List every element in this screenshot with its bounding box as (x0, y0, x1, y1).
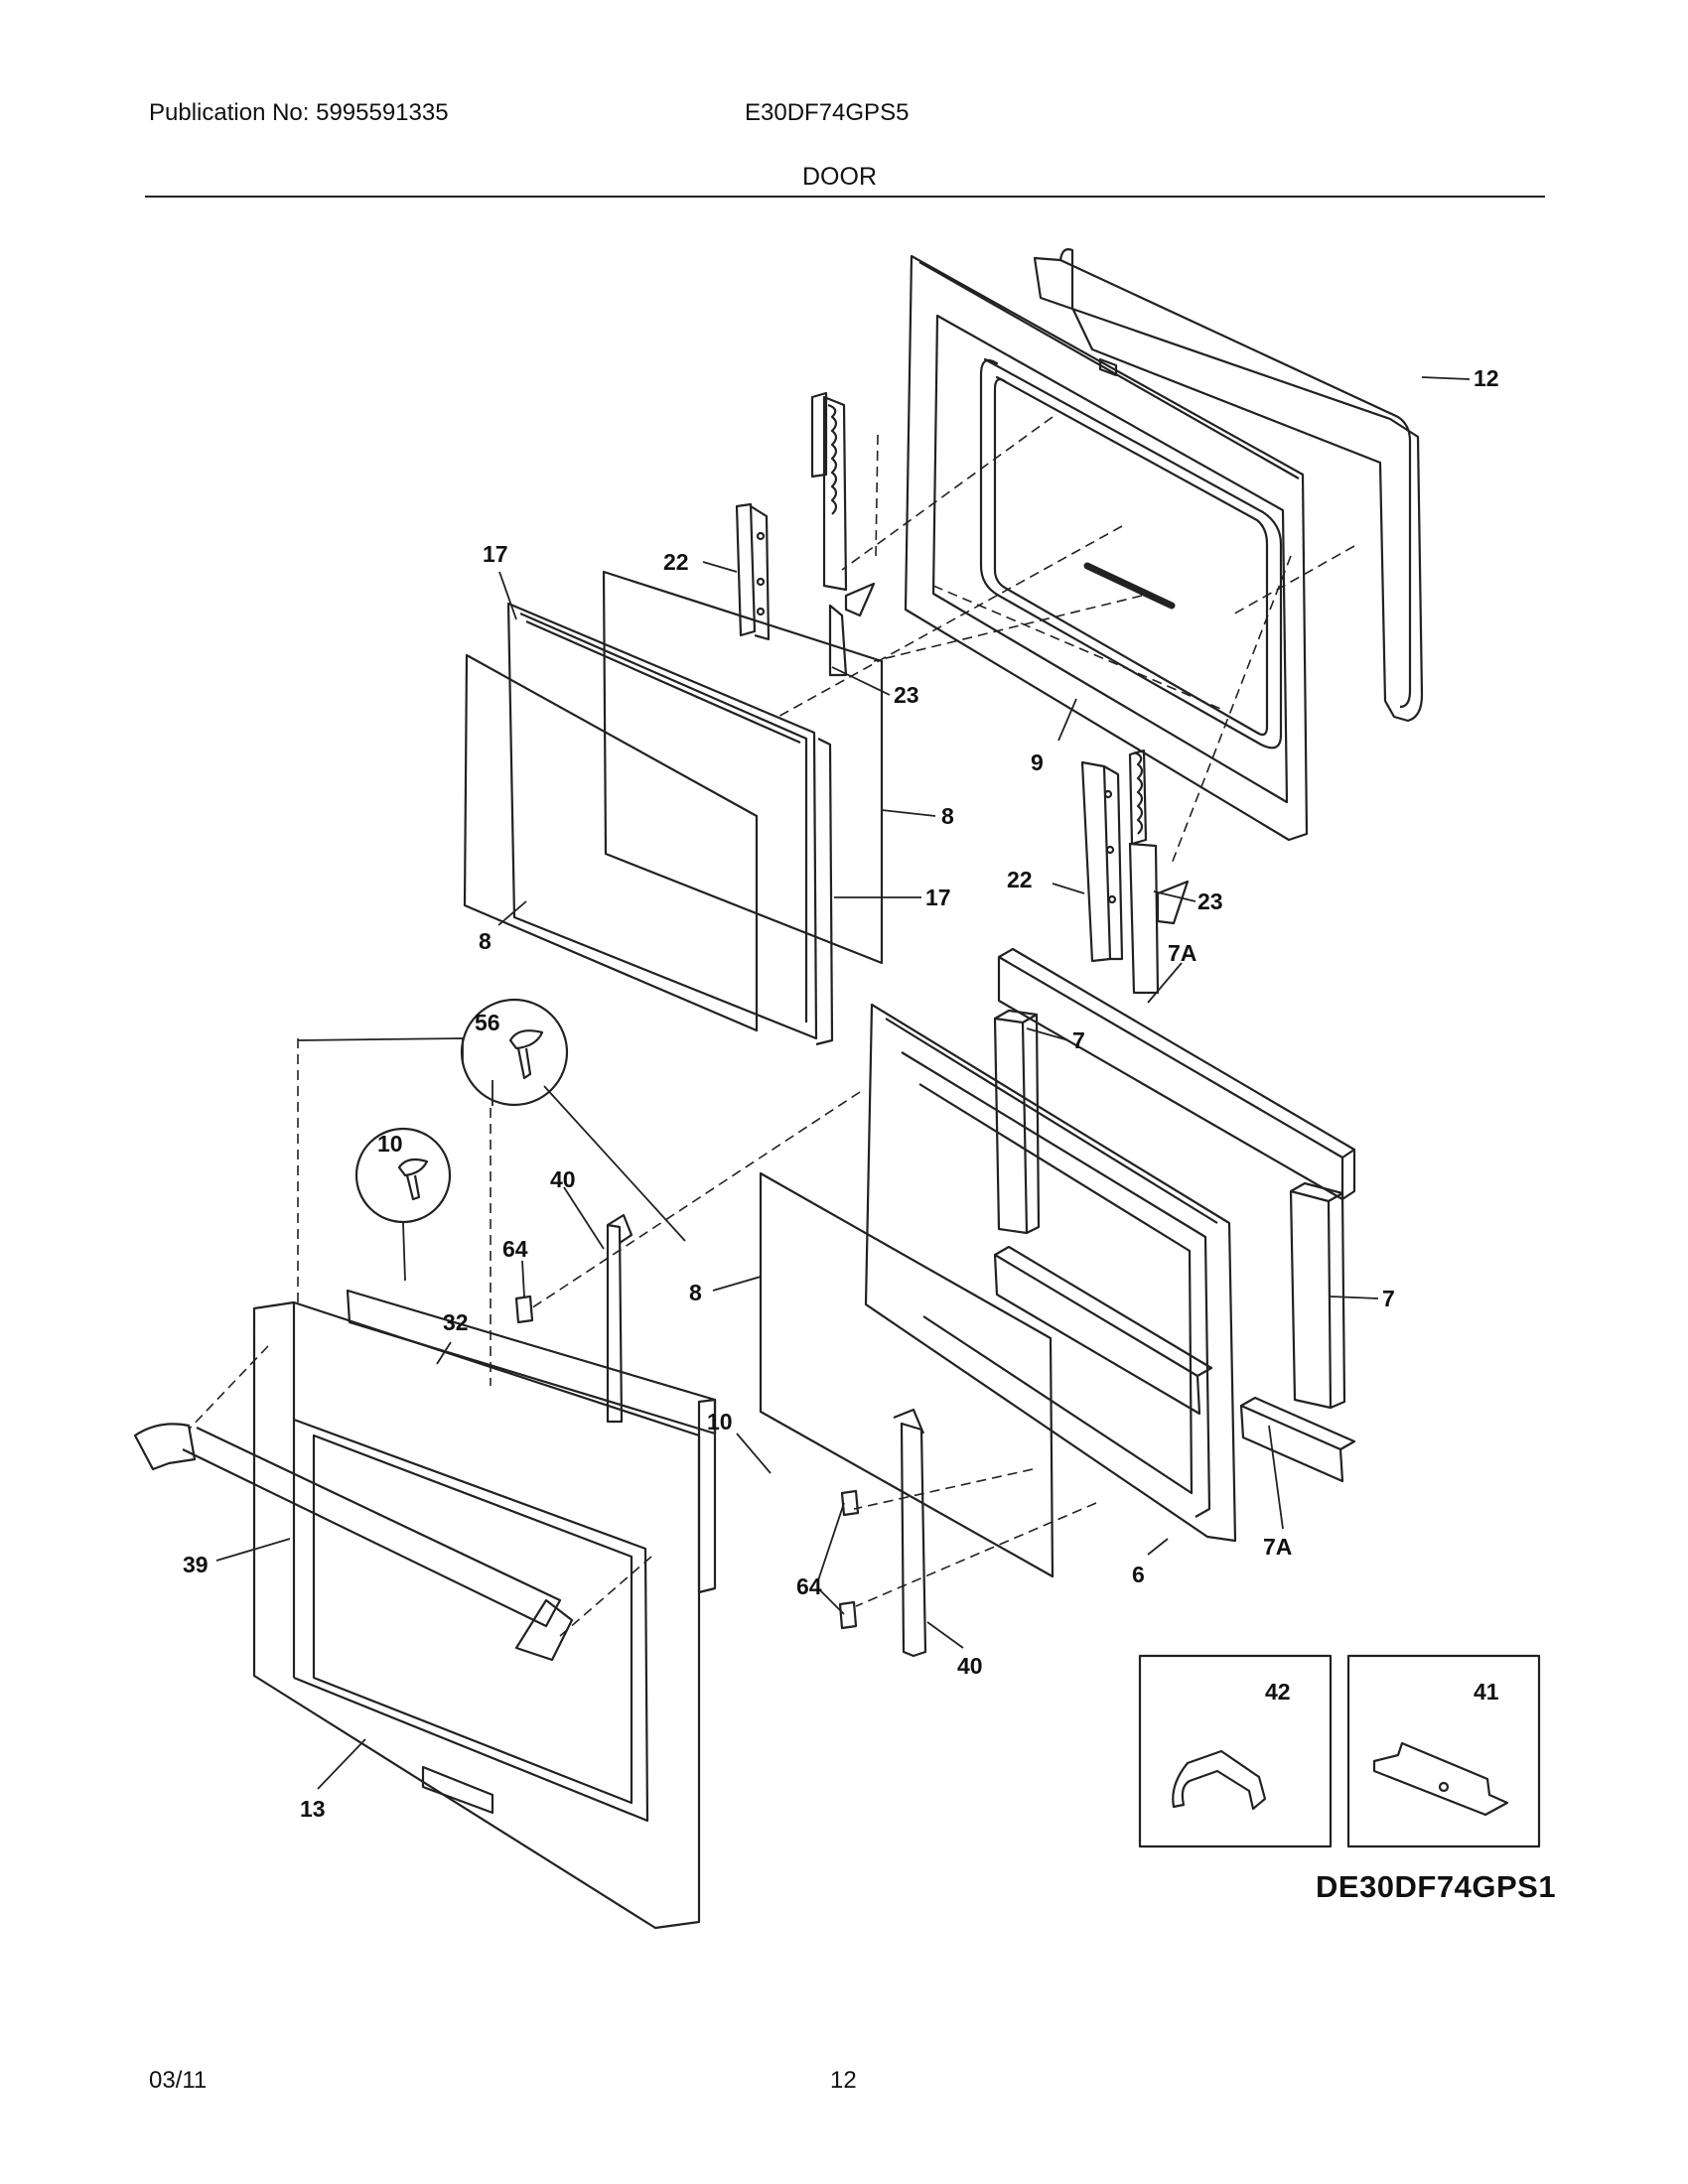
callout-22: 22 (663, 549, 689, 575)
alignment-lines (188, 416, 1355, 1637)
publication-number: Publication No: 5995591335 (149, 99, 449, 126)
callout-6: 6 (1132, 1562, 1145, 1587)
callout-22: 22 (1007, 867, 1033, 892)
callout-56: 56 (475, 1010, 500, 1035)
callout-7a: 7A (1168, 940, 1196, 966)
callout-32: 32 (443, 1309, 469, 1335)
part-64-spacer-lower-b (838, 1600, 858, 1630)
callout-10: 10 (707, 1409, 733, 1434)
part-64-spacer-lower-a (840, 1489, 860, 1517)
callout-40: 40 (957, 1653, 983, 1679)
part-7a-insulation-mid (993, 1245, 1213, 1416)
leader-lines (215, 376, 1471, 1790)
part-7-insulation-right (1289, 1181, 1346, 1410)
callout-23: 23 (894, 682, 919, 708)
inset-box-part-41 (1346, 1654, 1541, 1848)
part-23-hinge-lower (1128, 749, 1190, 995)
part-8-glass-upper-back (602, 570, 884, 965)
part-17-glass-retainer (506, 602, 834, 1046)
callout-8: 8 (689, 1280, 702, 1305)
part-41-bracket (1372, 1741, 1509, 1817)
callout-7: 7 (1382, 1286, 1395, 1311)
part-56-screw-detail (460, 998, 569, 1107)
callout-9: 9 (1031, 750, 1044, 775)
part-42-bracket (1172, 1749, 1267, 1811)
callout-23: 23 (1197, 888, 1223, 914)
part-9-inner-door (904, 254, 1309, 842)
part-23-hinge-upper (810, 391, 876, 677)
part-10-screw-detail (354, 1127, 452, 1224)
part-40-bracket-right (893, 1408, 927, 1658)
callout-8: 8 (941, 803, 954, 829)
callout-42: 42 (1265, 1679, 1291, 1705)
model-number: E30DF74GPS5 (745, 99, 910, 126)
callout-17: 17 (925, 885, 951, 910)
callout-8: 8 (479, 928, 492, 954)
inset-box-part-42 (1138, 1654, 1333, 1848)
part-64-spacer-upper (514, 1295, 534, 1324)
part-8-glass-upper-front (463, 653, 759, 1032)
part-22-hinge-receiver-lower (1080, 760, 1124, 963)
callout-64: 64 (502, 1236, 528, 1262)
part-8-glass-lower (759, 1171, 1055, 1578)
header-rule (145, 196, 1545, 198)
page-number: 12 (830, 2067, 857, 2094)
callout-39: 39 (183, 1552, 209, 1577)
part-39-handle (133, 1423, 574, 1662)
callout-64: 64 (796, 1573, 822, 1599)
callout-17: 17 (483, 541, 508, 567)
callout-7: 7 (1072, 1027, 1085, 1053)
part-13-outer-door (252, 1300, 701, 1930)
part-12-gasket (1033, 248, 1424, 723)
callout-41: 41 (1474, 1679, 1499, 1705)
part-40-bracket-left (606, 1213, 633, 1424)
callout-12: 12 (1474, 365, 1499, 391)
callout-7a: 7A (1263, 1534, 1292, 1560)
footer-date: 03/11 (149, 2067, 208, 2094)
callout-10: 10 (377, 1131, 403, 1157)
callout-13: 13 (300, 1796, 326, 1822)
part-22-hinge-receiver-upper (735, 502, 771, 641)
drawing-id: DE30DF74GPS1 (1316, 1869, 1557, 1904)
part-7a-insulation-bottom (1239, 1396, 1356, 1483)
part-32-vent-trim (346, 1289, 717, 1594)
part-7-insulation-left (993, 1009, 1041, 1235)
part-7a-insulation-top (997, 947, 1356, 1201)
section-title: DOOR (802, 163, 877, 191)
callout-40: 40 (550, 1166, 576, 1192)
